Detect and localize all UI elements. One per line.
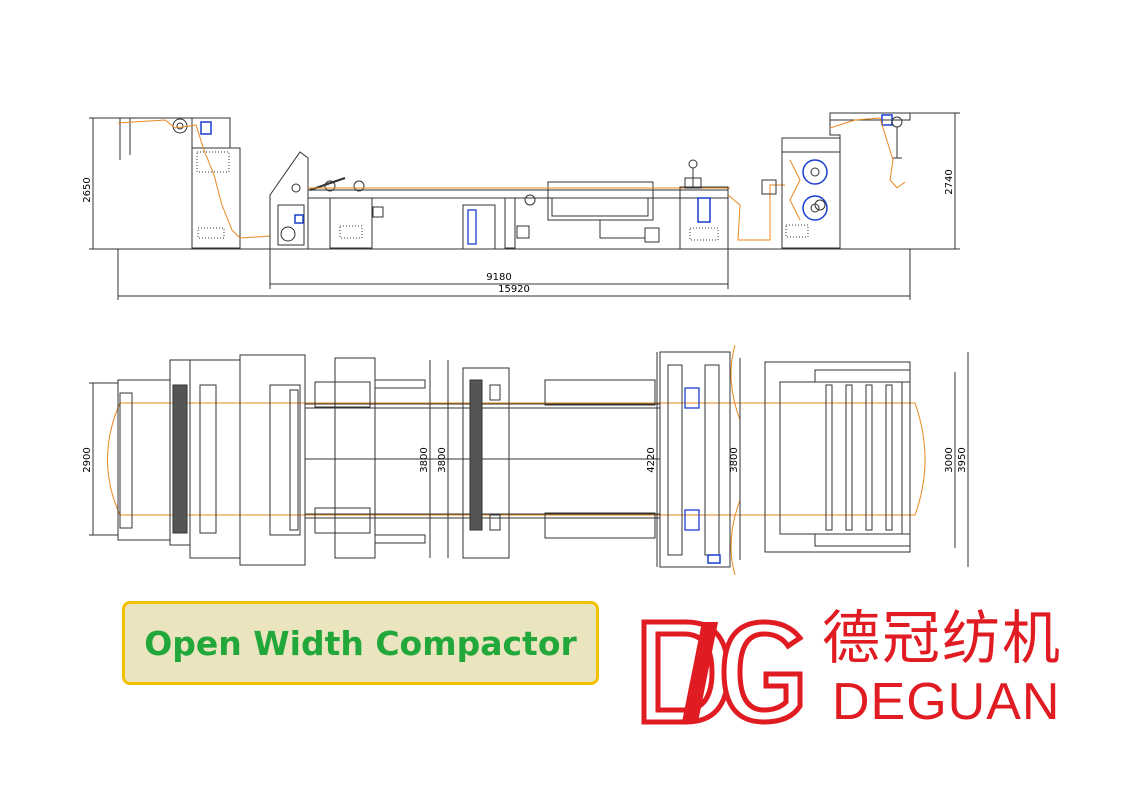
- top-view: [89, 344, 969, 576]
- left-top-unit: [191, 117, 231, 149]
- center-unit: [462, 204, 496, 250]
- cabinet-2: [679, 186, 729, 250]
- dim-width-b: 3800: [437, 447, 448, 472]
- cabinet-2-motor: [697, 197, 711, 223]
- chain-entry-frame: [334, 357, 376, 559]
- dim-width-d: 3800: [729, 447, 740, 472]
- logo-letter-g: [721, 619, 804, 725]
- center-brush-frame: [462, 367, 510, 559]
- fabric-path-exit: [829, 117, 906, 189]
- dim-height-left: 2650: [82, 177, 93, 202]
- machine-title: Open Width Compactor: [144, 623, 577, 663]
- feeder-brush: [172, 384, 188, 534]
- main-frame-beam: [307, 189, 729, 199]
- fabric-path-left: [117, 119, 271, 239]
- dim-width-a: 3800: [419, 447, 430, 472]
- dryer-top-rail: [544, 379, 656, 406]
- entry-frame: [269, 151, 309, 249]
- dim-length-inner: 9180: [486, 272, 511, 283]
- fabric-path-right: [727, 184, 785, 241]
- title-box: Open Width Compactor: [122, 601, 599, 685]
- compactor-top: [764, 361, 911, 553]
- compactor-unit: [781, 137, 841, 249]
- left-panel-grill: [196, 151, 230, 173]
- dim-height-right: 2740: [944, 169, 955, 194]
- entry-roller: [280, 226, 296, 242]
- left-roller: [172, 118, 188, 134]
- compactor-drum-top: [802, 159, 828, 185]
- folder-beam: [829, 112, 911, 121]
- entry-lower: [277, 204, 305, 246]
- brand-name-chinese: 德冠纺机: [822, 604, 1063, 672]
- dim-length-total: 15920: [498, 284, 530, 295]
- compactor-drum-bottom: [802, 195, 828, 221]
- logo-slash: [682, 622, 718, 722]
- dg-logo: [641, 619, 804, 725]
- entry-top: [239, 354, 306, 566]
- feeder-top: [117, 379, 171, 541]
- chain-exit-frame: [659, 351, 731, 568]
- side-view: [89, 112, 960, 300]
- dim-width-e: 3000: [944, 447, 955, 472]
- fabric-outline: [107, 402, 926, 516]
- pipe: [599, 220, 645, 239]
- feeder-frame: [189, 359, 241, 559]
- dim-width-left: 2900: [82, 447, 93, 472]
- side-view-dimensions: 2650 2740 9180 15920: [82, 169, 955, 295]
- brand-name-english: DEGUAN: [832, 673, 1061, 731]
- top-view-dimensions: 2900 3800 3800 4220 3800 3000 3950: [82, 447, 968, 472]
- left-feeder-cabinet: [191, 147, 241, 249]
- left-motor: [200, 121, 212, 135]
- center-brush: [469, 379, 483, 531]
- dim-width-right: 3950: [957, 447, 968, 472]
- cabinet-1: [329, 197, 373, 249]
- left-panel-vent: [197, 227, 225, 239]
- dim-width-c: 4220: [646, 447, 657, 472]
